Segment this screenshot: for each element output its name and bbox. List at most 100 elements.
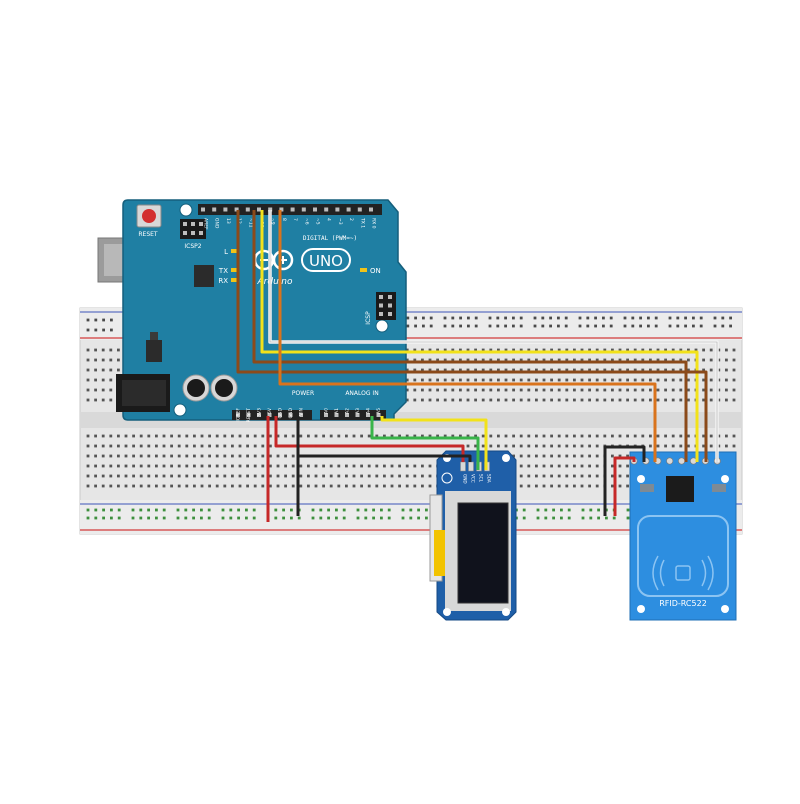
icsp2-label: ICSP2 bbox=[184, 243, 201, 250]
pin-label: A3 bbox=[355, 408, 361, 414]
breadboard-hole bbox=[732, 368, 736, 372]
breadboard-hole bbox=[633, 434, 637, 438]
breadboard-hole bbox=[725, 358, 728, 362]
breadboard-hole bbox=[618, 368, 622, 372]
breadboard-hole bbox=[519, 324, 523, 328]
breadboard-hole bbox=[671, 378, 675, 382]
breadboard-hole bbox=[641, 378, 645, 382]
breadboard-hole bbox=[580, 464, 584, 468]
breadboard-hole bbox=[401, 516, 405, 520]
breadboard-hole bbox=[284, 434, 287, 438]
regulator-tab bbox=[150, 332, 158, 340]
breadboard-hole bbox=[595, 434, 599, 438]
power-label: POWER bbox=[292, 390, 314, 397]
breadboard-hole bbox=[314, 484, 318, 488]
breadboard-hole bbox=[565, 398, 569, 402]
breadboard-hole bbox=[519, 434, 523, 438]
breadboard-hole bbox=[519, 474, 523, 478]
breadboard-hole bbox=[162, 508, 166, 512]
icsp2-pin bbox=[199, 231, 203, 235]
breadboard-hole bbox=[436, 348, 439, 352]
breadboard-hole bbox=[139, 508, 143, 512]
breadboard-hole bbox=[421, 474, 424, 478]
breadboard-hole bbox=[595, 464, 599, 468]
breadboard-hole bbox=[86, 368, 90, 372]
breadboard-hole bbox=[86, 328, 90, 332]
breadboard-hole bbox=[542, 368, 546, 372]
breadboard-hole bbox=[237, 508, 240, 512]
breadboard-hole bbox=[398, 474, 401, 478]
breadboard-hole bbox=[101, 464, 105, 468]
breadboard-hole bbox=[200, 434, 204, 438]
breadboard-hole bbox=[94, 368, 97, 372]
breadboard-hole bbox=[654, 316, 658, 320]
breadboard-hole bbox=[732, 444, 736, 448]
breadboard-hole bbox=[94, 398, 97, 402]
breadboard-hole bbox=[633, 348, 637, 352]
breadboard-hole bbox=[519, 444, 523, 448]
breadboard-hole bbox=[405, 398, 409, 402]
breadboard-hole bbox=[367, 434, 371, 438]
breadboard-hole bbox=[322, 484, 325, 488]
breadboard-hole bbox=[527, 398, 531, 402]
breadboard-hole bbox=[459, 348, 462, 352]
regulator bbox=[146, 340, 162, 362]
breadboard-hole bbox=[611, 358, 614, 362]
breadboard-hole bbox=[626, 358, 629, 362]
breadboard-hole bbox=[284, 484, 287, 488]
breadboard-hole bbox=[542, 434, 546, 438]
breadboard-hole bbox=[580, 484, 584, 488]
breadboard-hole bbox=[436, 434, 439, 438]
breadboard-hole bbox=[429, 324, 433, 328]
breadboard-hole bbox=[466, 348, 470, 352]
breadboard-hole bbox=[564, 316, 568, 320]
reset-button-cap[interactable] bbox=[142, 209, 156, 223]
breadboard-hole bbox=[86, 318, 90, 322]
breadboard-hole bbox=[110, 516, 113, 520]
breadboard-hole bbox=[322, 474, 325, 478]
breadboard-hole bbox=[223, 434, 227, 438]
breadboard-hole bbox=[86, 508, 90, 512]
breadboard-hole bbox=[297, 516, 301, 520]
breadboard-hole bbox=[101, 358, 105, 362]
header-pin bbox=[236, 413, 240, 417]
header-pin bbox=[234, 207, 239, 212]
breadboard-hole bbox=[208, 434, 211, 438]
breadboard-hole bbox=[679, 378, 683, 382]
breadboard-hole bbox=[102, 328, 105, 332]
breadboard-hole bbox=[594, 324, 597, 328]
breadboard-hole bbox=[193, 484, 196, 488]
breadboard-hole bbox=[497, 378, 500, 382]
breadboard-hole bbox=[109, 378, 113, 382]
breadboard-hole bbox=[409, 508, 413, 512]
mounting-hole bbox=[179, 203, 193, 217]
breadboard-hole bbox=[602, 316, 605, 320]
breadboard-hole bbox=[618, 474, 622, 478]
breadboard-hole bbox=[527, 378, 531, 382]
breadboard-hole bbox=[512, 378, 515, 382]
pin-label: A0 bbox=[324, 408, 330, 414]
uno-badge bbox=[301, 248, 351, 272]
breadboard-hole bbox=[329, 474, 333, 478]
breadboard-hole bbox=[237, 516, 240, 520]
breadboard-hole bbox=[200, 516, 203, 520]
breadboard-hole bbox=[542, 348, 546, 352]
breadboard-hole bbox=[109, 464, 113, 468]
pin-label: ~3 bbox=[337, 218, 343, 225]
breadboard-hole bbox=[611, 454, 614, 458]
breadboard-hole bbox=[291, 434, 295, 438]
breadboard-hole bbox=[299, 484, 303, 488]
pin-label: GND bbox=[214, 218, 220, 229]
breadboard-hole bbox=[732, 434, 736, 438]
breadboard-hole bbox=[687, 378, 690, 382]
breadboard-hole bbox=[702, 348, 705, 352]
breadboard-hole bbox=[261, 444, 265, 448]
breadboard-hole bbox=[124, 484, 128, 488]
breadboard-hole bbox=[489, 348, 493, 352]
breadboard-hole bbox=[413, 388, 417, 392]
breadboard-hole bbox=[352, 484, 356, 488]
breadboard-hole bbox=[86, 348, 90, 352]
breadboard-hole bbox=[588, 378, 591, 382]
oled-ribbon bbox=[434, 530, 446, 576]
